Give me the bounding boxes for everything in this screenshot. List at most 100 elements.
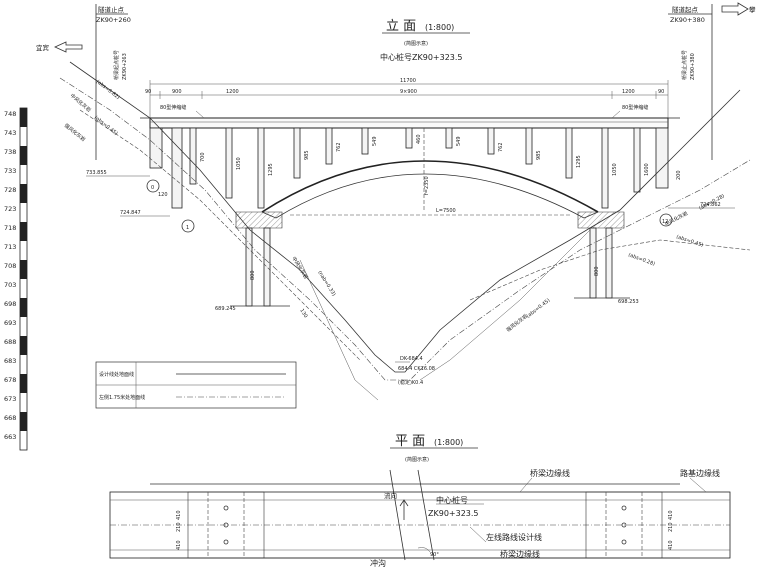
elevation-center-station: 中心桩号ZK90+323.5 [380, 52, 463, 62]
tunnel-start-marker: 隧道起点 ZK90+380 攀 [668, 2, 756, 160]
plan-dim-right: 210 [668, 522, 674, 532]
plan-title-block: 平 面 (1:800) (简图示意) [390, 434, 478, 463]
column-height: 549 [456, 136, 462, 146]
scale-tick: 713 [4, 243, 16, 251]
ground-line-label: 中风化灰岩 [290, 255, 309, 280]
expansion-joint-left: 80型伸缩缝 [160, 104, 186, 111]
dim-left-end: 900 [172, 89, 182, 95]
elevation-scale-text: (1:800) [425, 23, 454, 32]
right-bridge-station-label: 桥梁止点桩号 [681, 50, 688, 80]
pier-number-circle [146, 179, 160, 193]
foundation-dim: 120 [158, 192, 168, 198]
slope-label: (abs=0.45) [93, 115, 119, 137]
left-abutment: 733.855 724.847 689.245 0 1 800 120 [86, 127, 290, 312]
arrow-left-icon [54, 41, 83, 53]
dim-right-end: 90 [658, 89, 664, 95]
dim-span-last: 1200 [622, 89, 635, 95]
valley-bottom-labels: DK-684.4 684.4 CK16.08 (稳定)K0.4 130 [298, 308, 435, 386]
tunnel-end-station: ZK90+260 [96, 16, 131, 24]
plan-dim-right: 410 [668, 540, 674, 550]
column-height: 549 [372, 136, 378, 146]
plan-center-station-value: ZK90+323.5 [428, 509, 479, 518]
flow-arrow-icon [399, 499, 409, 520]
left-direction: 宜宾 [36, 43, 50, 52]
plan-bridge-edge-bottom: 桥梁边缘线 [500, 549, 540, 559]
plan-note: (简图示意) [405, 456, 429, 463]
scale-tick: 708 [4, 262, 16, 270]
pier-number: 0 [151, 185, 154, 191]
right-abutment: 724.862 698.253 12 800 200 [574, 127, 735, 305]
gully-line [389, 469, 406, 561]
scale-tick: 688 [4, 338, 16, 346]
left-bridge-station: ZK90+263 [122, 53, 128, 80]
scale-tick: 703 [4, 281, 16, 289]
column-height: 460 [416, 134, 422, 144]
elev-left-1: 733.855 [86, 170, 107, 176]
slope-label: (abs=0.45) [526, 298, 552, 320]
bridge-deck: 80型伸缩缝 80型伸缩缝 [140, 104, 680, 129]
tunnel-start-label: 隧道起点 [672, 5, 699, 14]
span-label: L=7500 [436, 208, 456, 214]
tunnel-end-marker: 隧道止点 ZK90+260 宜宾 [36, 4, 131, 160]
foundation-dim: 130 [298, 308, 308, 319]
column-height: 985 [536, 150, 542, 160]
pier-number-circle [181, 219, 195, 233]
scale-tick: 678 [4, 376, 16, 384]
scale-tick: 698 [4, 300, 16, 308]
plan-view: 410 210 410 410 210 410 流向 中心桩号 ZK90+323… [109, 468, 731, 568]
ground-lines: 中风化灰岩 (abs=0.82) 强风化灰岩 (abs=0.45) 中风化灰岩 … [59, 61, 751, 401]
plan-flow-label: 流向 [384, 491, 397, 500]
arrow-right-icon [721, 2, 749, 16]
elev-right-2: 698.253 [618, 299, 639, 305]
slope-label: (abs=0.45) [675, 234, 704, 248]
right-direction: 攀 [749, 5, 756, 14]
left-bridge-station-label: 桥梁起点桩号 [113, 50, 120, 80]
column-height: 700 [200, 152, 206, 162]
pier-number-circle [659, 213, 673, 227]
scale-tick: 743 [4, 129, 16, 137]
ground-line-label: 强风化灰岩 [63, 122, 87, 143]
foundation-dim: 800 [594, 266, 600, 276]
scale-tick: 693 [4, 319, 16, 327]
scale-tick: 723 [4, 205, 16, 213]
dim-left-90: 90 [145, 89, 151, 95]
elevation-note: (简图示意) [404, 40, 428, 47]
column-height: 1295 [576, 155, 582, 168]
plan-roadbed-edge: 路基边缘线 [680, 468, 720, 478]
tunnel-end-label: 隧道止点 [98, 5, 125, 14]
plan-gully: 冲沟 [370, 558, 386, 568]
scale-tick: 728 [4, 186, 16, 194]
plan-dim-right: 410 [668, 510, 674, 520]
column-height: 1050 [236, 157, 242, 170]
elevation-title: 立 面 [386, 19, 416, 34]
foundation-dim: 200 [676, 170, 682, 180]
bottom-elev-3: (稳定)K0.4 [398, 379, 423, 386]
elevation-scale: 748 743 738 733 728 723 718 713 708 703 … [4, 107, 28, 451]
column-height: 1295 [268, 163, 274, 176]
scale-tick: 718 [4, 224, 16, 232]
bottom-elev-2: 684.4 CK16.08 [398, 366, 435, 372]
plan-design-line: 左线路线设计线 [486, 532, 542, 542]
legend-item-label: 左侧1.75米处地面线 [99, 394, 145, 401]
legend: 设计线处地面线 左侧1.75米处地面线 [95, 361, 297, 409]
column-height: 1050 [612, 163, 618, 176]
foundation-dim: 800 [250, 270, 256, 280]
column-height: 985 [304, 150, 310, 160]
legend-item-label: 设计线处地面线 [99, 371, 134, 378]
plan-center-station: 中心桩号 [436, 495, 468, 505]
scale-tick: 738 [4, 148, 16, 156]
dim-spans: 9×900 [400, 89, 417, 95]
tunnel-start-station: ZK90+380 [670, 16, 705, 24]
right-bridge-station: ZK90+380 [690, 53, 696, 80]
column-height: 762 [336, 142, 342, 152]
pier-number: 1 [186, 225, 189, 231]
plan-bridge-edge-top: 桥梁边缘线 [530, 468, 570, 478]
scale-tick: 683 [4, 357, 16, 365]
column-height: 1600 [644, 163, 650, 176]
scale-tick: 673 [4, 395, 16, 403]
dim-span1: 1200 [226, 89, 239, 95]
plan-scale-text: (1:800) [434, 438, 463, 447]
scale-tick: 733 [4, 167, 16, 175]
column-height: 762 [498, 142, 504, 152]
